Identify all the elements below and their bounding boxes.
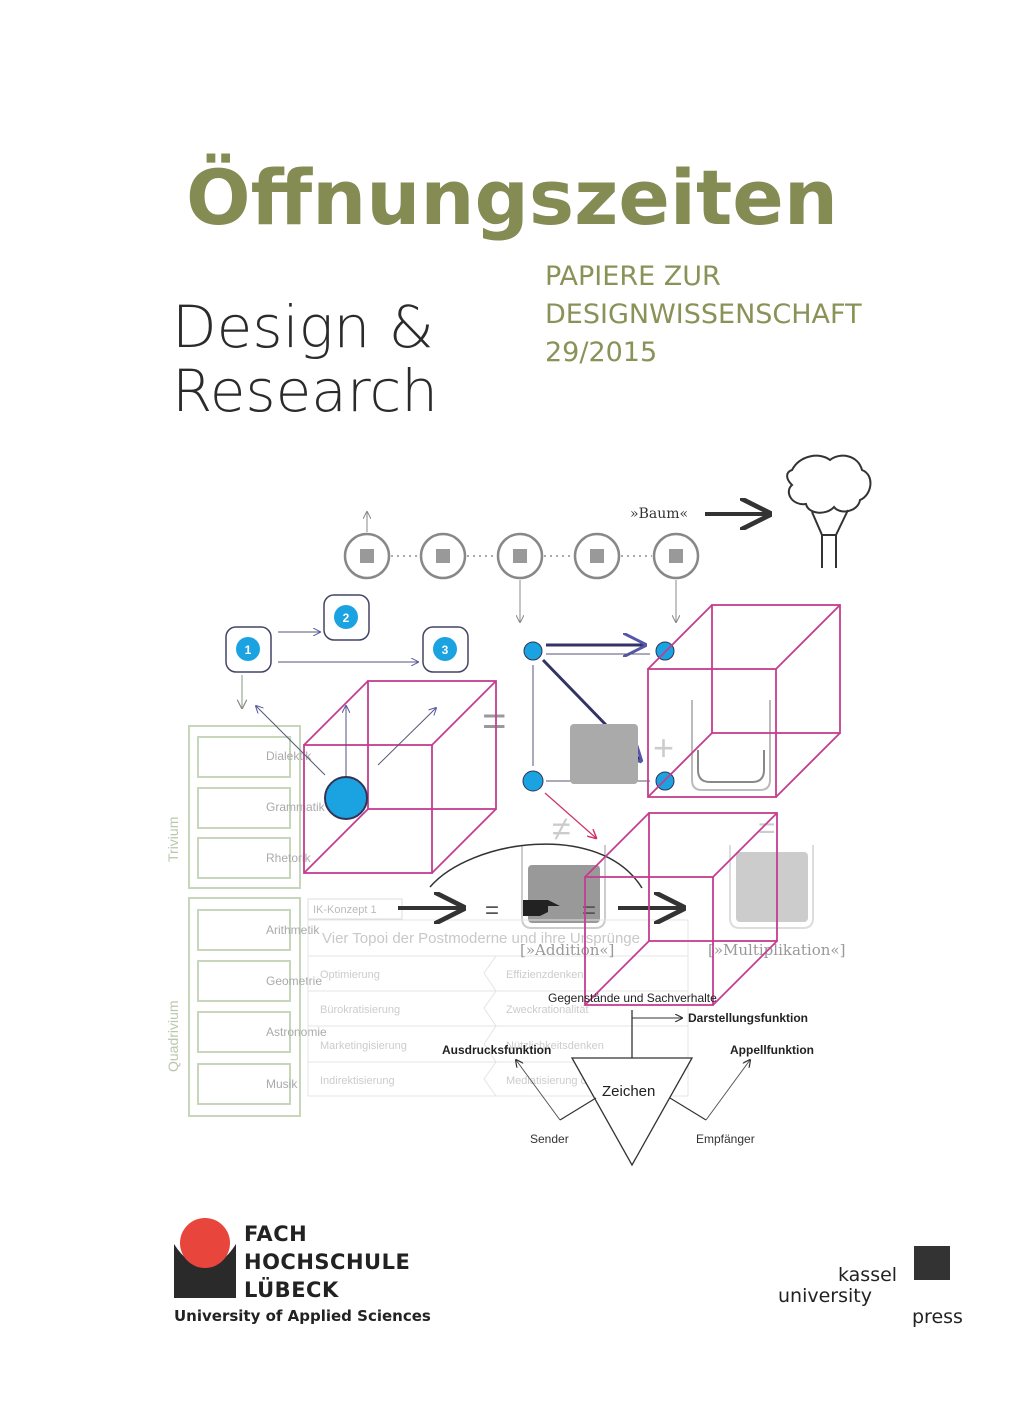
not-equal-sign: ≠ [552, 810, 571, 848]
quadrivium-item: Geometrie [266, 974, 322, 988]
subtitle-line-2: Research [172, 357, 439, 425]
series-issue: 29/2015 [545, 337, 658, 368]
equals-sign-right: = [758, 812, 776, 845]
topoi-right: Nützlichkeitsdenken [506, 1040, 604, 1052]
cover-title: Öffnungszeiten [186, 153, 838, 242]
topoi-left: Bürokratisierung [320, 1004, 400, 1016]
fh-subtitle: University of Applied Sciences [174, 1307, 431, 1325]
empfaenger-label: Empfänger [696, 1132, 755, 1146]
fh-line-3: LÜBECK [244, 1278, 339, 1302]
liberal-arts-boxes [188, 725, 301, 1117]
topoi-left: Marketingisierung [320, 1040, 407, 1052]
baum-label: »Baum« [630, 506, 688, 522]
badge-1: 1 [245, 643, 252, 657]
fh-line-2: HOCHSCHULE [244, 1250, 411, 1274]
series-line-1: PAPIERE ZUR [545, 261, 721, 292]
quadrivium-label: Quadrivium [165, 1000, 181, 1072]
equals-inline: = [485, 897, 499, 924]
ausdruck-label: Ausdrucksfunktion [442, 1043, 551, 1057]
cover-subtitle: Design & Research [172, 295, 438, 423]
sender-label: Sender [530, 1132, 569, 1146]
kup-line-2: university [778, 1285, 872, 1307]
trivium-item: Dialektik [266, 749, 312, 763]
plus-sign: + [653, 727, 674, 768]
cube-bottom [584, 812, 778, 1006]
addition-label: [»Addition«] [520, 941, 614, 959]
cube-right [647, 604, 841, 798]
topoi-title: Vier Topoi der Postmoderne und ihre Ursp… [322, 930, 640, 947]
quadrivium-item: Musik [266, 1077, 298, 1091]
quadrivium-item: Astronomie [266, 1025, 327, 1039]
quadrivium-item: Arithmetik [266, 923, 320, 937]
topoi-right: Effizienzdenken [506, 969, 583, 981]
focus-dot [324, 776, 368, 820]
kup-line-1: kassel [838, 1264, 898, 1286]
equals-sign: = [482, 697, 507, 744]
kup-logo-square [914, 1246, 950, 1280]
appell-label: Appellfunktion [730, 1043, 814, 1057]
series-info: PAPIERE ZUR DESIGNWISSENSCHAFT 29/2015 [545, 258, 862, 372]
topoi-right: Zweckrationalität [506, 1004, 589, 1016]
topoi-left: Indirektisierung [320, 1075, 395, 1087]
series-line-2: DESIGNWISSENSCHAFT [545, 299, 862, 330]
fh-luebeck-logo-icon [174, 1218, 236, 1298]
badge-2: 2 [343, 611, 350, 625]
organon-objects: Gegenstände und Sachverhalte [548, 991, 717, 1005]
multiplikation-label: [»Multiplikation«] [708, 941, 845, 959]
zeichen-label: Zeichen [602, 1083, 655, 1100]
tree-icon [786, 454, 872, 568]
darstellung-label: Darstellungsfunktion [688, 1011, 808, 1025]
node-circle-row [343, 532, 700, 580]
pointing-hand-icon [523, 900, 560, 916]
ik-konzept-label: IK-Konzept 1 [313, 904, 377, 916]
fh-line-1: FACH [244, 1222, 308, 1246]
badge-cluster-left: 1 2 3 [225, 594, 469, 708]
organon-model [516, 1010, 750, 1167]
subtitle-line-1: Design & [172, 293, 434, 361]
badge-3: 3 [442, 643, 449, 657]
topoi-left: Optimierung [320, 969, 380, 981]
trivium-label: Trivium [165, 817, 181, 862]
trivium-item: Grammatik [266, 800, 326, 814]
kup-line-3: press [912, 1306, 963, 1328]
trivium-item: Rhetorik [266, 851, 312, 865]
cube-left [303, 680, 497, 874]
